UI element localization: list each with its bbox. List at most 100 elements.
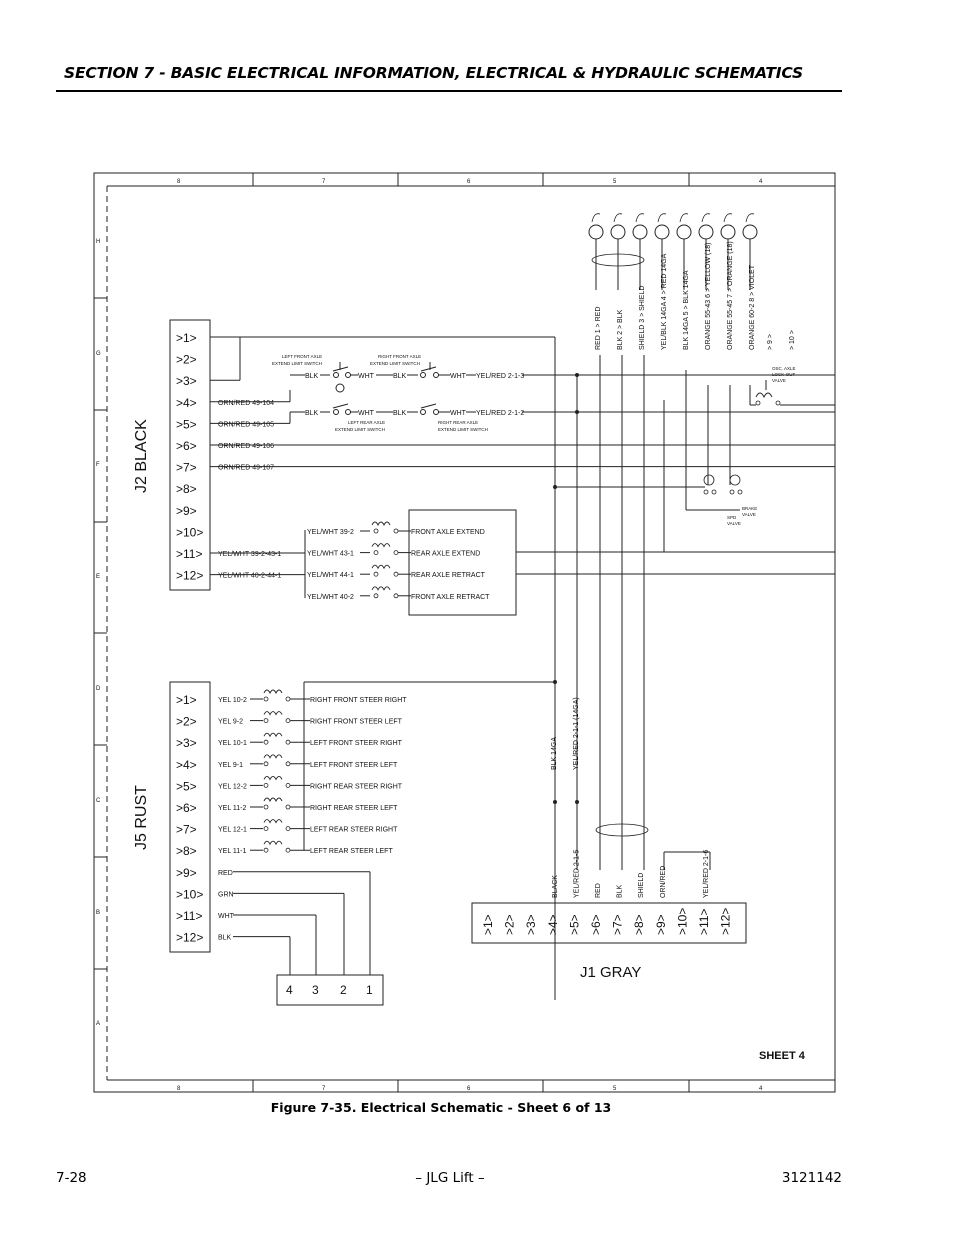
top-wire-label: YEL/BLK 14GA 4 > RED 14GA	[661, 253, 668, 350]
switch-label: EXTEND LIMIT SWITCH	[335, 427, 385, 432]
frame-row-label: G	[96, 351, 101, 357]
bottom-connector-pin: 3	[312, 983, 319, 997]
j5-wire-label: YEL 10-1	[218, 740, 247, 747]
terminal	[373, 528, 379, 534]
switch-contact	[333, 372, 339, 378]
terminal	[737, 489, 743, 495]
frame-row-label: C	[96, 798, 101, 804]
j2-wire-label: ORN/RED 49-104	[218, 400, 274, 407]
axle-valve-label: REAR AXLE RETRACT	[411, 572, 486, 579]
steer-valve-label: LEFT REAR STEER RIGHT	[310, 827, 398, 834]
shield-ellipse	[595, 823, 649, 837]
terminal	[285, 718, 291, 723]
j5-wire-label: YEL 9-1	[218, 762, 243, 769]
j2-wire-label: YEL/WHT 39-2-43-1	[218, 551, 281, 558]
j2-pin-label: >1>	[176, 331, 197, 345]
j2-wire-label: YEL/WHT 40-2-44-1	[218, 573, 281, 580]
j5-pin-label: >7>	[176, 823, 197, 837]
switch-wire-label: BLK	[305, 373, 319, 380]
top-wire-label: BLK 14GA 5 > BLK 14GA	[683, 270, 690, 350]
frame-col-label: 8	[177, 179, 181, 185]
j1-pin-label: >12>	[719, 908, 733, 935]
bus-wire-label: BLK 14GA	[551, 737, 558, 770]
coil-symbol	[263, 819, 283, 824]
terminal	[711, 489, 717, 495]
coil-symbol	[263, 775, 283, 781]
switch-wire-label: WHT	[450, 410, 467, 417]
top-connector-lead	[723, 213, 733, 223]
j2-pin-label: >10>	[176, 525, 203, 539]
j2-pin-label: >12>	[176, 569, 203, 583]
terminal	[393, 550, 399, 555]
coil-symbol	[263, 711, 283, 716]
j1-pin-label: >1>	[481, 914, 495, 935]
top-connector-pin	[632, 224, 648, 240]
terminal	[373, 550, 379, 555]
terminal	[285, 804, 291, 810]
j2-pin-label: >11>	[176, 547, 202, 561]
j5-pin-label: >5>	[176, 779, 197, 793]
j1-wire-label: RED	[595, 883, 602, 898]
top-wire-label: RED 1 > RED	[595, 307, 602, 350]
top-connector-lead	[657, 213, 667, 223]
top-wire-label: > 10 >	[789, 330, 796, 350]
frame-col-label: 6	[467, 179, 471, 185]
top-connector-lead	[613, 213, 623, 223]
frame-col-label: 6	[467, 1086, 471, 1092]
frame-col-label: 5	[613, 179, 617, 185]
switch-wire-label: WHT	[358, 373, 375, 380]
j5-pin-label: >11>	[176, 909, 202, 923]
switch-label: EXTEND LIMIT SWITCH	[438, 427, 488, 432]
axle-valve-block	[408, 509, 517, 616]
top-wire-label: SHIELD 3 > SHIELD	[639, 286, 646, 350]
j1-wire-label: YEL/RED 2-1-6	[703, 850, 710, 898]
axle-wire-label: YEL/WHT 43-1	[307, 551, 354, 558]
j2-pin-label: >9>	[176, 504, 197, 518]
switch-roller	[335, 383, 345, 393]
axle-wire-label: YEL/WHT 40-2	[307, 594, 354, 601]
top-connector-lead	[635, 213, 645, 223]
terminal	[373, 593, 379, 599]
j5-pin-label: >3>	[176, 736, 197, 750]
coil-symbol	[263, 732, 283, 738]
bottom-connector-pin: 2	[340, 983, 347, 997]
top-connector-pin	[610, 224, 626, 240]
figure-caption: Figure 7-35. Electrical Schematic - Shee…	[270, 1100, 612, 1115]
switch-contact	[433, 372, 439, 378]
terminal	[285, 826, 291, 831]
j1-pin-label: >7>	[611, 914, 625, 935]
terminal	[755, 400, 761, 406]
switch-contact	[420, 409, 426, 415]
j5-pin-label: >4>	[176, 758, 197, 772]
j5-pin-label: >2>	[176, 715, 197, 729]
j1-wire-label: BLK	[617, 884, 624, 898]
steer-valve-label: LEFT FRONT STEER LEFT	[310, 762, 398, 769]
top-connector-pin	[676, 224, 692, 240]
top-connector-lead	[679, 213, 689, 223]
steer-valve-label: LEFT REAR STEER LEFT	[310, 848, 393, 855]
frame-col-label: 7	[322, 179, 326, 185]
top-connector-pin	[720, 224, 736, 240]
top-wire-label: ORANGE 55-43 6 > YELLOW (18)	[705, 243, 712, 350]
top-connector-pin	[654, 224, 670, 240]
sheet-label: SHEET 4	[759, 1050, 806, 1062]
j5-pin-label: >6>	[176, 801, 197, 815]
axle-valve-label: REAR AXLE EXTEND	[411, 551, 480, 558]
top-connector-pin	[588, 224, 604, 240]
terminal	[285, 847, 291, 853]
switch-contact	[433, 409, 439, 415]
j1-wire-label: SHIELD	[638, 873, 645, 898]
j5-pin-label: >9>	[176, 866, 197, 880]
j5-pin-label: >8>	[176, 844, 197, 858]
brake-valve-label: BRAKE	[742, 506, 757, 511]
spd-valve-label: VALVE	[727, 521, 741, 526]
j5-wire-label: YEL 11-1	[218, 848, 247, 855]
j2-pin-label: >2>	[176, 353, 197, 367]
j5-wire-label: WHT	[218, 913, 235, 920]
bottom-connector-pin: 1	[366, 983, 373, 997]
steer-valve-label: RIGHT FRONT STEER LEFT	[310, 719, 403, 726]
bottom-connector-pin: 4	[286, 983, 293, 997]
axle-wire-label: YEL/WHT 44-1	[307, 572, 354, 579]
frame-col-label: 8	[177, 1086, 181, 1092]
coil-symbol	[371, 543, 391, 548]
